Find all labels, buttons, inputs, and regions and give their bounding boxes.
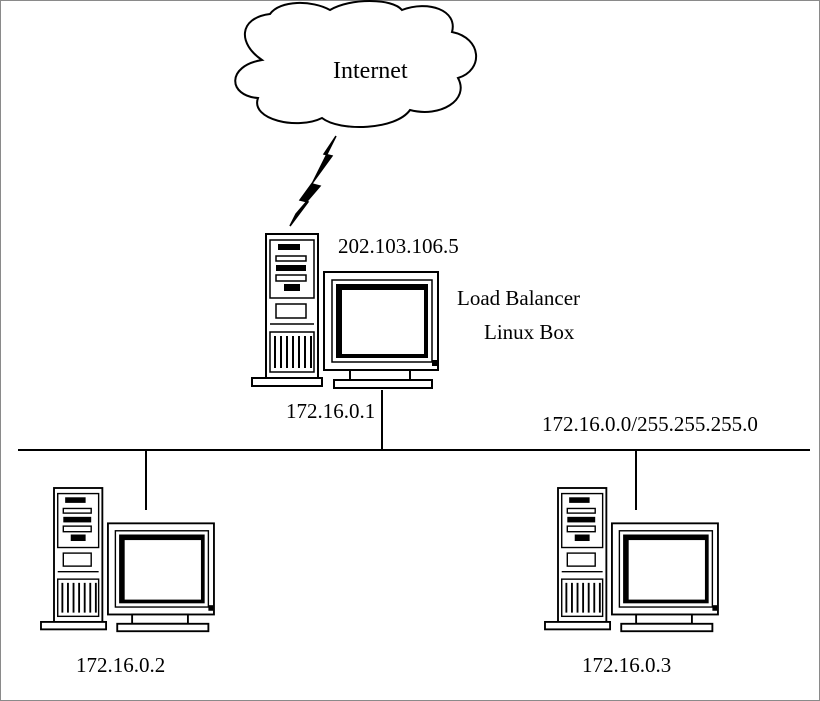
host-right-computer-icon xyxy=(544,487,719,633)
cloud-icon xyxy=(234,0,477,128)
load-balancer-public-ip: 202.103.106.5 xyxy=(338,234,459,258)
cloud-label: Internet xyxy=(333,58,408,84)
subnet-label: 172.16.0.0/255.255.255.0 xyxy=(542,412,758,436)
load-balancer-private-ip: 172.16.0.1 xyxy=(286,399,376,423)
load-balancer-name-line1: Load Balancer xyxy=(457,286,581,310)
lightning-bolt-icon xyxy=(289,135,337,227)
host-left-ip: 172.16.0.2 xyxy=(76,653,166,677)
host-right-ip: 172.16.0.3 xyxy=(582,653,672,677)
load-balancer-name-line2: Linux Box xyxy=(484,320,575,344)
host-left-computer-icon xyxy=(40,487,215,633)
